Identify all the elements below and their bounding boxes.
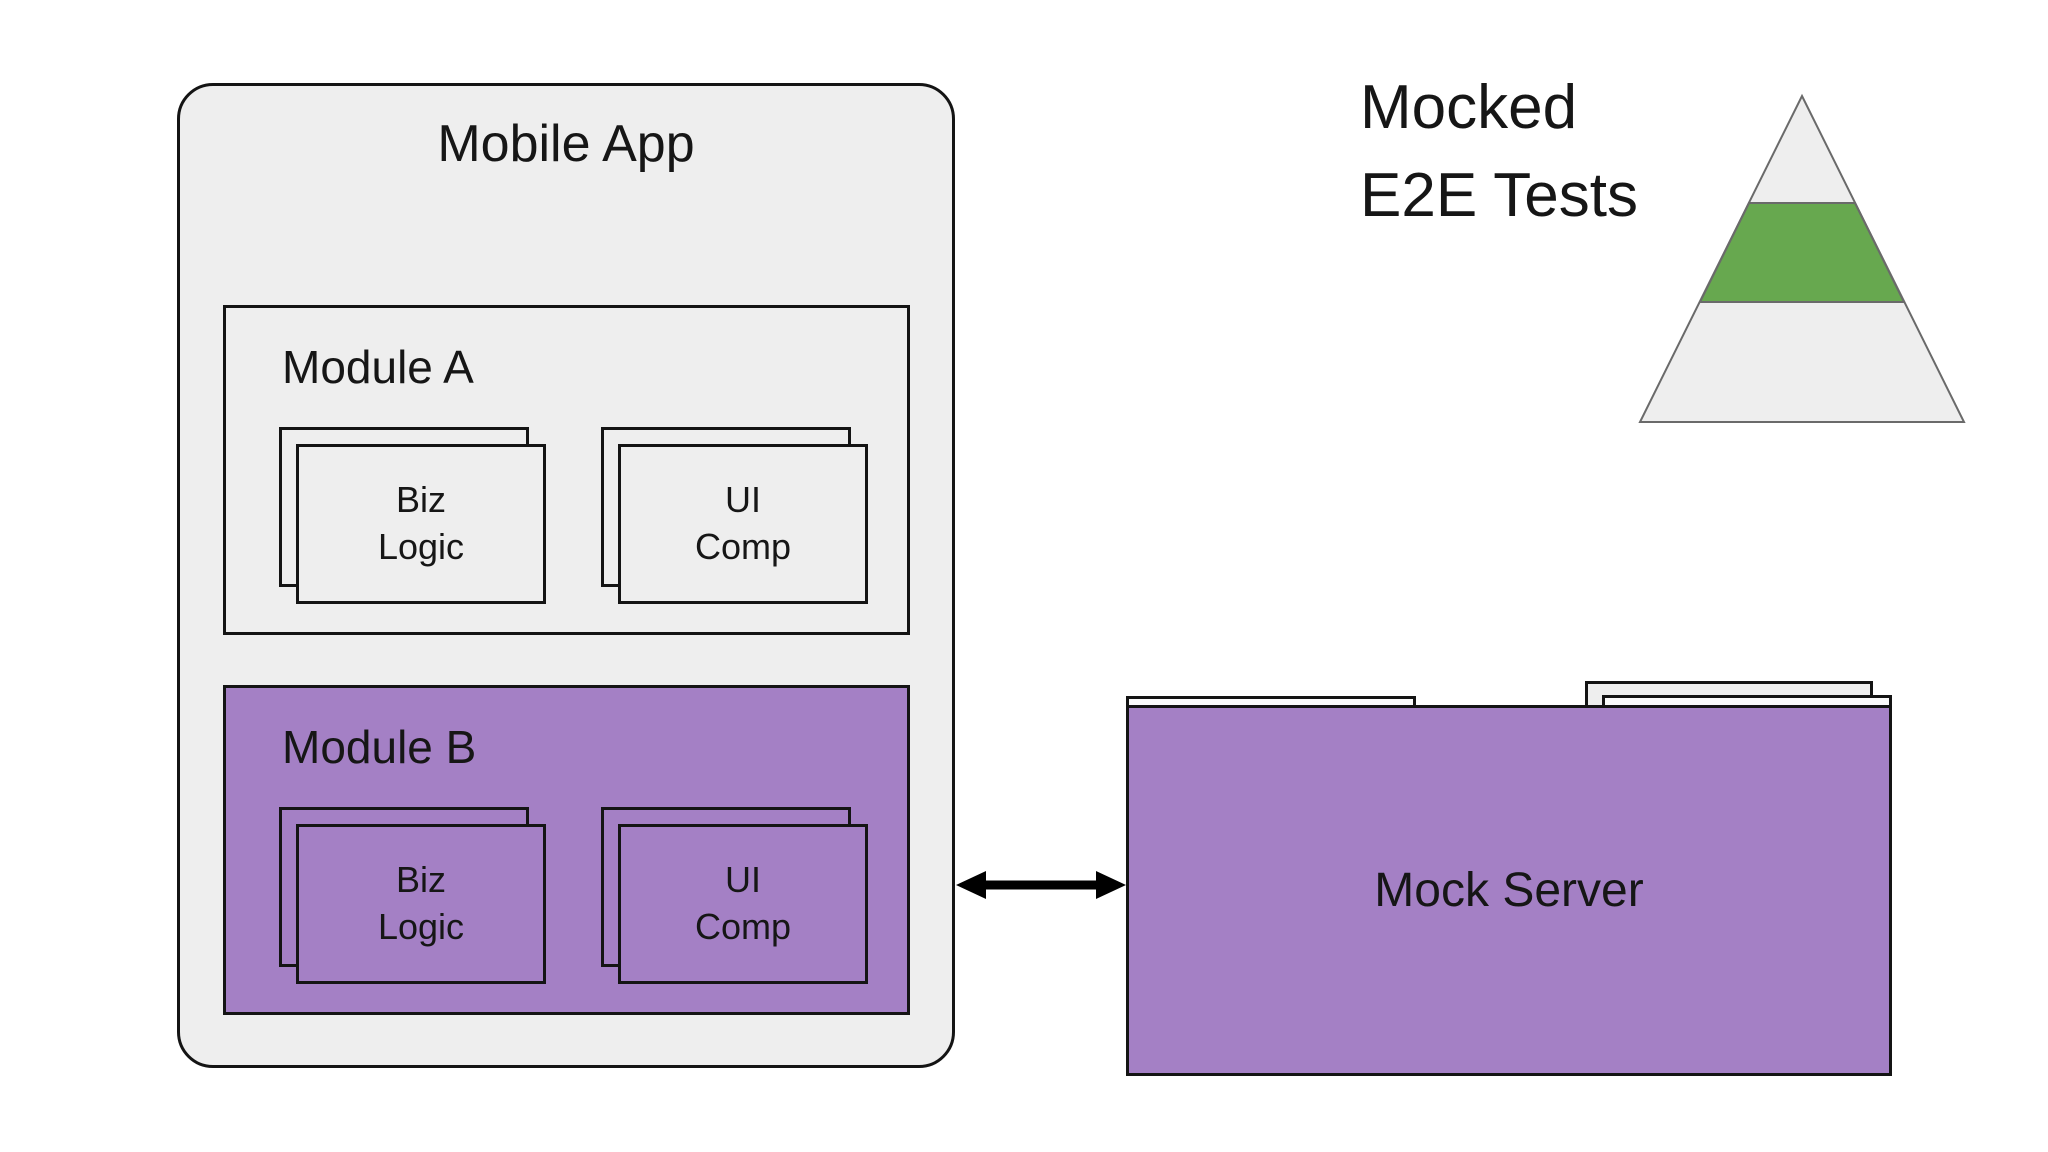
module-a-title: Module A (282, 341, 474, 393)
mobile-app-title: Mobile App (437, 115, 695, 173)
card-label-line: Biz (395, 859, 446, 901)
module-b-ui-card: UI Comp (618, 824, 868, 984)
module-b-ui-card-stack: UI Comp (601, 807, 868, 984)
module-a-biz-card-stack: Biz Logic (279, 427, 546, 604)
label-line-2: E2E Tests (1360, 161, 1639, 231)
module-a-box: Module A Biz Logic UI Comp (223, 305, 910, 635)
arrow-shape (956, 871, 1126, 899)
card-label-line: UI (725, 479, 761, 521)
mock-server-title: Mock Server (1374, 864, 1644, 917)
module-b-biz-card-stack: Biz Logic (279, 807, 546, 984)
mock-server-box: Mock Server (1126, 705, 1892, 1076)
card-label-line: UI (725, 859, 761, 901)
mocked-e2e-tests-label: Mocked E2E Tests (1360, 64, 1638, 240)
card-label-line: Logic (377, 906, 465, 947)
module-b-biz-card: Biz Logic (296, 824, 546, 984)
module-b-title: Module B (282, 721, 477, 773)
card-label-line: Comp (694, 906, 792, 947)
pyramid-e2e-layer (1698, 202, 1906, 303)
card-label-line: Comp (694, 526, 792, 567)
module-b-box: Module B Biz Logic UI Comp (223, 685, 910, 1015)
bidirectional-arrow-icon (956, 871, 1126, 899)
card-label-line: Biz (395, 479, 446, 521)
test-pyramid-icon (1638, 93, 1966, 423)
mobile-app-container: Mobile App Module A Biz Logic UI Comp Mo… (177, 83, 955, 1068)
card-label-line: Logic (377, 526, 465, 567)
module-a-ui-card-stack: UI Comp (601, 427, 868, 604)
module-a-ui-card: UI Comp (618, 444, 868, 604)
module-a-biz-card: Biz Logic (296, 444, 546, 604)
label-line-1: Mocked (1360, 73, 1578, 142)
